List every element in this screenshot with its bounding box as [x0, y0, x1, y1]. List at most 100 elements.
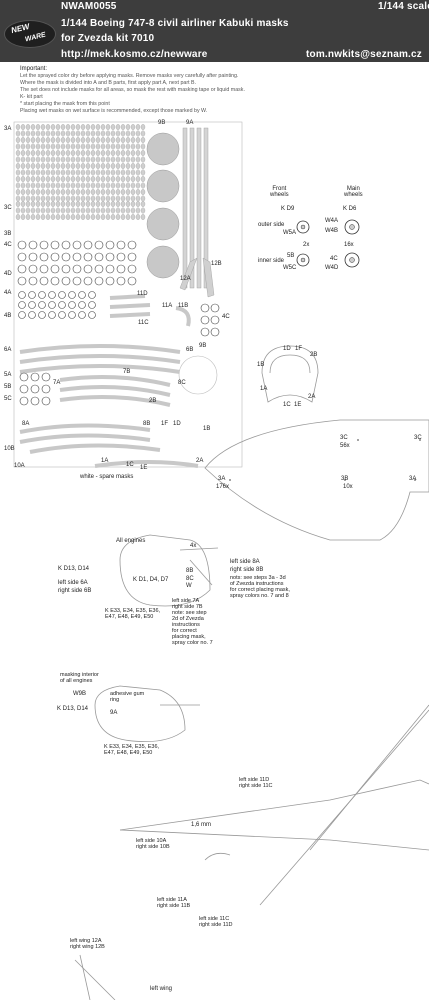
mask-shape — [90, 182, 96, 189]
mask-shape — [25, 182, 31, 189]
mask-shape — [140, 137, 146, 143]
mask-shape — [135, 143, 141, 150]
mask-shape — [95, 182, 101, 189]
mask-shape — [130, 137, 136, 143]
mask-shape — [135, 182, 141, 189]
mask-shape — [125, 207, 131, 214]
mask-shape — [140, 124, 146, 130]
mask-shape — [48, 311, 56, 319]
tail-left10a: left side 10A right side 10B — [136, 838, 170, 850]
mask-shape — [110, 182, 116, 189]
engines-note8: nots: see steps 3a - 3d of Zvezda instru… — [230, 575, 290, 599]
tail-outline — [119, 704, 429, 906]
mask-shape — [80, 176, 86, 182]
mask-shape — [55, 207, 61, 214]
mask-shape — [140, 156, 146, 163]
mask-shape — [75, 130, 81, 137]
mask-shape — [95, 156, 101, 163]
disc-masks-4c — [200, 303, 220, 337]
mask-shape — [60, 182, 66, 189]
mask-shape — [40, 169, 46, 176]
mask-shape — [15, 176, 21, 182]
mask-shape — [105, 176, 111, 182]
mask-shape — [60, 176, 66, 182]
mask-shape — [90, 143, 96, 150]
mask-shape — [85, 189, 91, 195]
mask-shape — [110, 124, 116, 130]
mask-shape — [35, 150, 41, 156]
mask-shape — [105, 182, 111, 189]
mask-shape — [50, 214, 56, 220]
w5a-label: W5A — [283, 230, 297, 236]
mask-shape — [80, 182, 86, 189]
mask-shape — [45, 207, 51, 214]
mask-shape — [130, 163, 136, 169]
mask-shape — [80, 124, 86, 130]
mask-shape — [115, 169, 121, 176]
mask-shape — [28, 240, 38, 250]
label-1d: 1D — [173, 421, 181, 427]
mask-shape — [20, 189, 26, 195]
mask-shape — [115, 156, 121, 163]
mask-shape — [105, 201, 111, 207]
mask-shape — [50, 156, 56, 163]
mask-shape — [35, 130, 41, 137]
label-9b-b: 9B — [199, 343, 207, 349]
label-12a: 12A — [180, 276, 191, 282]
mask-shape — [88, 291, 96, 299]
fuselage-3c-b: 3C — [414, 435, 422, 441]
email-link[interactable]: tom.nwkits@seznam.cz — [306, 49, 423, 60]
mask-shape — [40, 130, 46, 137]
mask-shape — [50, 276, 60, 286]
mask-shape — [45, 150, 51, 156]
tail-mm: 1,6 mm — [191, 822, 212, 828]
w4d-label: W4D — [325, 265, 339, 271]
mask-shape — [55, 156, 61, 163]
mask-shape — [45, 124, 51, 130]
mask-shape — [120, 207, 126, 214]
mask-shape — [127, 264, 137, 274]
mask-shape — [72, 252, 82, 262]
mask-shape — [20, 169, 26, 176]
mask-shape — [25, 150, 31, 156]
mask-shape — [95, 176, 101, 182]
cockpit-1a: 1A — [260, 386, 268, 392]
mask-shape — [115, 176, 121, 182]
engines-ke33: K E33, E34, E35, E36, E47, E48, E49, E50 — [105, 608, 161, 620]
mask-shape — [28, 264, 38, 274]
mask-shape — [70, 150, 76, 156]
mask-shape — [135, 150, 141, 156]
mask-shape — [28, 252, 38, 262]
mask-shape — [105, 130, 111, 137]
mask-shape — [50, 130, 56, 137]
mask-shape — [30, 143, 36, 150]
interior-masking: masking interior of all engines — [60, 672, 99, 684]
mask-shape — [75, 169, 81, 176]
mask-shape — [83, 252, 93, 262]
mask-shape — [17, 276, 27, 286]
mask-shape — [90, 150, 96, 156]
strip-masks-8-10 — [19, 423, 199, 468]
website-link[interactable]: http://mek.kosmo.cz/newware — [61, 49, 208, 60]
mask-shape — [40, 214, 46, 220]
mask-shape — [130, 169, 136, 176]
mask-shape — [25, 176, 31, 182]
mask-shape — [80, 189, 86, 195]
w4a-label: W4A — [325, 218, 339, 224]
mask-shape — [25, 156, 31, 163]
mask-shape — [125, 182, 131, 189]
mask-shape — [20, 182, 26, 189]
label-8b: 8B — [143, 421, 151, 427]
mask-shape — [40, 189, 46, 195]
fuselage-outline — [204, 419, 429, 541]
small-window-masks-3a — [15, 124, 146, 202]
mask-shape — [70, 124, 76, 130]
mask-shape — [75, 143, 81, 150]
mask-shape — [135, 169, 141, 176]
interior-kd13: K D13, D14 — [57, 706, 89, 712]
mask-shape — [80, 214, 86, 220]
mask-shape — [140, 189, 146, 195]
engines-w: W — [186, 583, 192, 589]
mask-shape — [58, 291, 66, 299]
kd9-label: K D9 — [281, 206, 295, 212]
